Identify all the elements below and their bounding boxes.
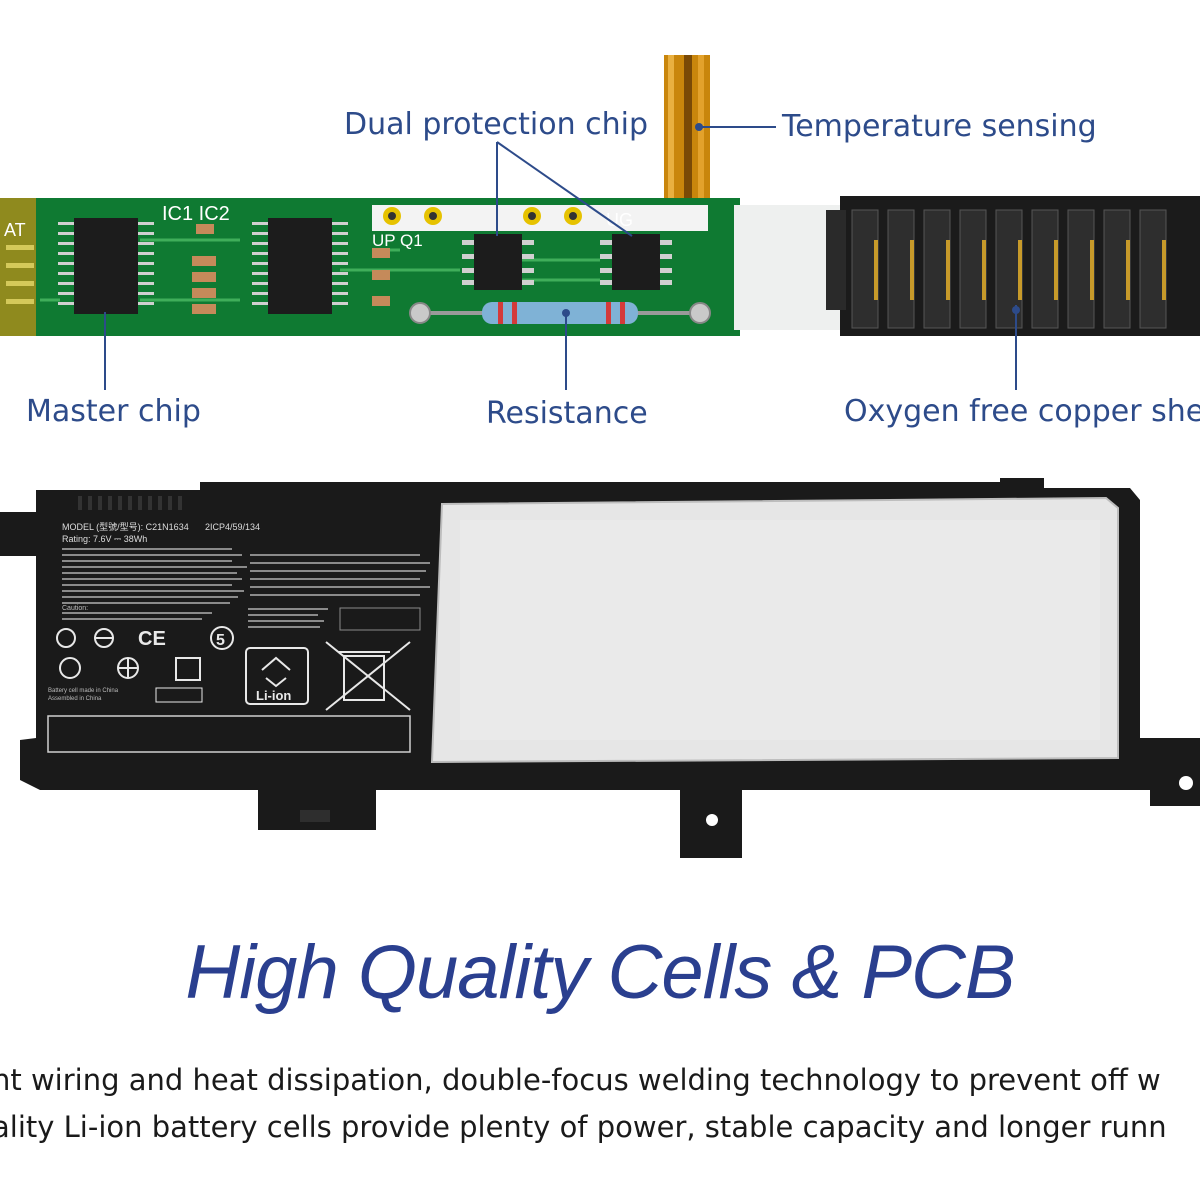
- battery-assembled-text: Assembled in China: [48, 696, 102, 702]
- copper-connector: [826, 196, 1200, 336]
- pcb-edge-pads: [6, 245, 34, 304]
- ce-mark-icon: CE: [138, 628, 166, 650]
- battery-vent-ridges: [78, 496, 182, 510]
- callout-oxygen-free-copper: Oxygen free copper shee: [844, 394, 1200, 429]
- silk-at-label: AT: [4, 220, 26, 240]
- silk-up-label: UP Q1: [372, 231, 423, 250]
- protection-chip-1: [462, 234, 534, 290]
- callout-master-chip: Master chip: [26, 394, 201, 429]
- battery-blank-label-box: [47, 715, 411, 753]
- chip-ic2: [252, 218, 348, 314]
- passive-components: [192, 224, 390, 314]
- battery-model-text: MODEL (型號/型号): C21N1634: [62, 521, 189, 532]
- description-line-1: nt wiring and heat dissipation, double-f…: [0, 1063, 1161, 1097]
- silk-ic-label: IC1 IC2: [162, 203, 230, 225]
- description-line-2: ality Li-ion battery cells provide plent…: [0, 1110, 1167, 1144]
- master-chip-ic1: [58, 218, 154, 314]
- headline: High Quality Cells & PCB: [185, 930, 1015, 1015]
- callout-dots: [562, 123, 1020, 317]
- battery-cell-text: 2ICP4/59/134: [205, 522, 260, 532]
- battery-left-clip: [0, 512, 36, 556]
- callout-dual-protection-chip: Dual protection chip: [344, 107, 649, 142]
- silk-ug-label: UG: [606, 210, 633, 230]
- svg-text:Li-ion: Li-ion: [256, 688, 291, 703]
- battery-caution-text: Caution:: [62, 605, 88, 612]
- temperature-sensor-cable: [664, 55, 710, 205]
- battery-fine-print: [62, 548, 430, 631]
- battery-made-in-text: Battery cell made in China: [48, 688, 119, 694]
- resistor: [409, 302, 711, 324]
- test-pads: [383, 207, 582, 225]
- protection-chip-2: [600, 234, 672, 290]
- battery-pack: MODEL (型號/型号): C21N1634 2ICP4/59/134 Rat…: [0, 478, 1200, 858]
- pcb-illustration: IC1 IC2 AT UP Q1 UG: [0, 55, 1200, 390]
- callout-temperature-sensing: Temperature sensing: [782, 109, 1097, 144]
- callout-resistance: Resistance: [486, 396, 648, 431]
- callout-leader-lines: [104, 126, 1017, 390]
- certification-marks: [56, 626, 234, 681]
- battery-rating-text: Rating: 7.6V ⎓ 38Wh: [62, 534, 147, 544]
- svg-text:5: 5: [216, 632, 225, 649]
- li-ion-recycle-icon: Li-ion: [245, 647, 309, 705]
- crossed-bin-icon: [325, 641, 411, 711]
